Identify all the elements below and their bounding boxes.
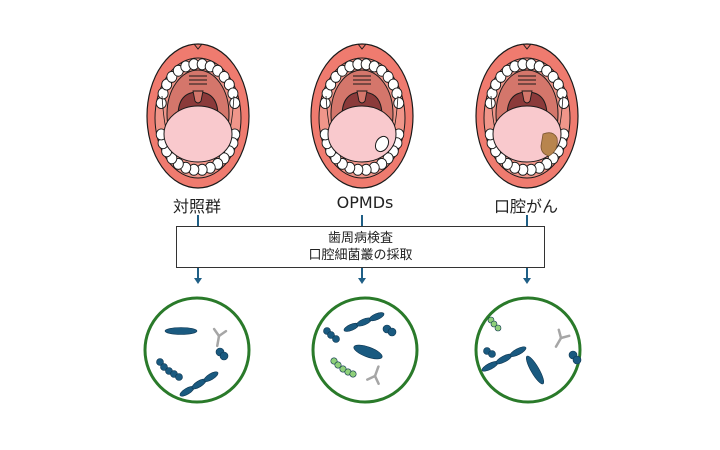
arrowhead-icon bbox=[194, 278, 202, 284]
tooth-upper bbox=[391, 87, 403, 100]
antibody-icon bbox=[554, 328, 571, 348]
coccus bbox=[156, 358, 164, 366]
diplococcus bbox=[483, 347, 496, 358]
lip-notch bbox=[193, 43, 203, 50]
coccus bbox=[387, 327, 397, 337]
diplococcus bbox=[382, 324, 397, 337]
streptobacillus-chain bbox=[343, 312, 385, 332]
uvula bbox=[356, 90, 368, 104]
group-label-opmd: OPMDs bbox=[336, 193, 394, 212]
group-label-control: 対照群 bbox=[172, 197, 221, 216]
group-label-cancer: 口腔がん bbox=[493, 197, 558, 216]
microbiome-circle-control bbox=[143, 296, 251, 404]
bacillus-bacterium bbox=[353, 344, 383, 360]
coccus bbox=[334, 361, 342, 369]
microbiome-circle-cancer bbox=[474, 296, 582, 404]
coccus bbox=[349, 370, 357, 378]
tooth-upper bbox=[229, 97, 241, 110]
arrowhead-icon bbox=[358, 278, 366, 284]
tongue bbox=[327, 105, 397, 163]
tooth-upper bbox=[393, 97, 405, 110]
streptococcus-chain bbox=[323, 327, 340, 343]
arrowhead-icon bbox=[523, 278, 531, 284]
lip-notch bbox=[357, 43, 367, 50]
tongue bbox=[163, 105, 233, 163]
streptobacillus-segment bbox=[509, 346, 527, 357]
leukoplakia-lesion bbox=[374, 135, 390, 153]
streptobacillus-segment bbox=[369, 312, 385, 322]
streptococcus-chain-green bbox=[330, 357, 357, 378]
bacillus-bacterium bbox=[164, 327, 198, 335]
process-line-microbiome-sampling: 口腔細菌叢の採取 bbox=[308, 248, 413, 263]
coccus bbox=[175, 373, 183, 381]
coccus bbox=[490, 320, 498, 328]
antibody-icon bbox=[212, 327, 228, 348]
diplococcus bbox=[215, 347, 229, 361]
coccus bbox=[488, 350, 496, 358]
coccus bbox=[219, 351, 229, 361]
streptobacillus-chain bbox=[179, 371, 219, 397]
teeth bbox=[319, 58, 405, 176]
tooth-upper bbox=[558, 97, 570, 110]
mouth-illustration-opmd bbox=[310, 43, 414, 189]
diplococcus bbox=[568, 350, 582, 365]
teeth bbox=[155, 58, 241, 176]
coccus bbox=[494, 324, 502, 332]
mouth-illustration-cancer bbox=[475, 43, 579, 189]
coccus bbox=[160, 363, 168, 371]
streptobacillus-chain bbox=[481, 346, 527, 372]
uvula bbox=[521, 90, 533, 104]
antibody-icon bbox=[366, 365, 380, 385]
streptobacillus-segment bbox=[203, 371, 219, 382]
tooth-upper bbox=[155, 97, 167, 110]
tooth-upper bbox=[227, 87, 239, 100]
lip-notch bbox=[522, 43, 532, 50]
coccus bbox=[327, 331, 335, 339]
uvula bbox=[192, 90, 204, 104]
tumor-lesion bbox=[540, 132, 558, 157]
tooth-upper bbox=[484, 97, 496, 110]
process-line-periodontal-exam: 歯周病検査 bbox=[327, 231, 393, 246]
teeth bbox=[484, 58, 570, 176]
streptococcus-chain bbox=[156, 358, 183, 381]
streptococcus-chain-green bbox=[487, 316, 502, 332]
microbiome-border bbox=[474, 296, 582, 404]
coccus bbox=[332, 335, 340, 343]
bacillus-bacterium bbox=[525, 355, 545, 385]
tooth-upper bbox=[556, 87, 568, 100]
coccus bbox=[572, 355, 582, 365]
microbiome-circle-opmd bbox=[311, 296, 419, 404]
mouth-illustration-control bbox=[146, 43, 250, 189]
process-box: 歯周病検査 口腔細菌叢の採取 bbox=[176, 226, 545, 268]
tooth-upper bbox=[319, 97, 331, 110]
